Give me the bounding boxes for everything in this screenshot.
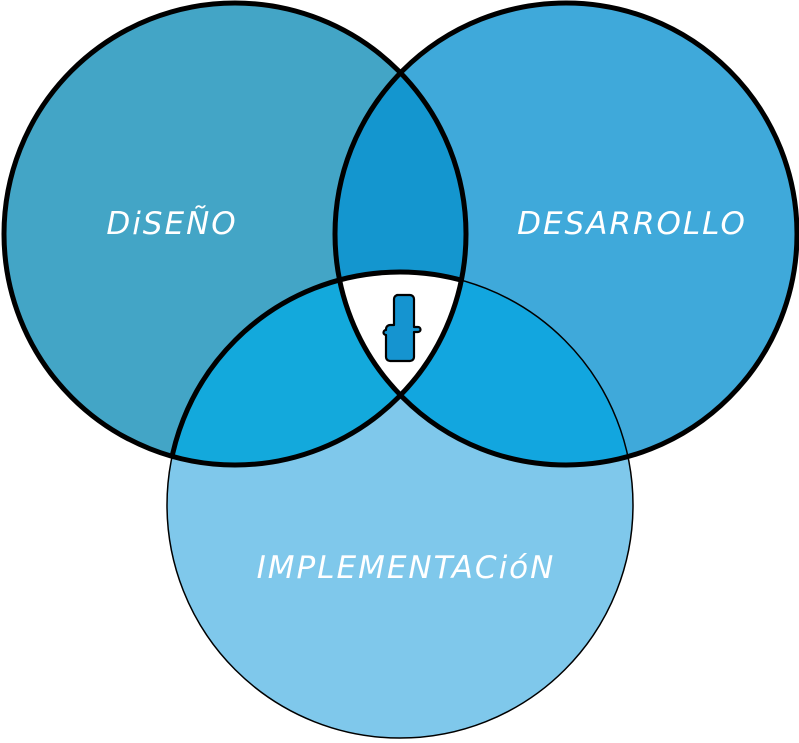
f-logo-icon — [382, 293, 422, 363]
diseno-label: DiSEÑO — [106, 206, 237, 242]
diseno-implementacion-overlap — [167, 272, 466, 465]
desarrollo-label: DESARROLLO — [517, 206, 747, 242]
implementacion-label: IMPLEMENTACióN — [257, 550, 556, 586]
desarrollo-implementacion-overlap — [335, 272, 633, 465]
